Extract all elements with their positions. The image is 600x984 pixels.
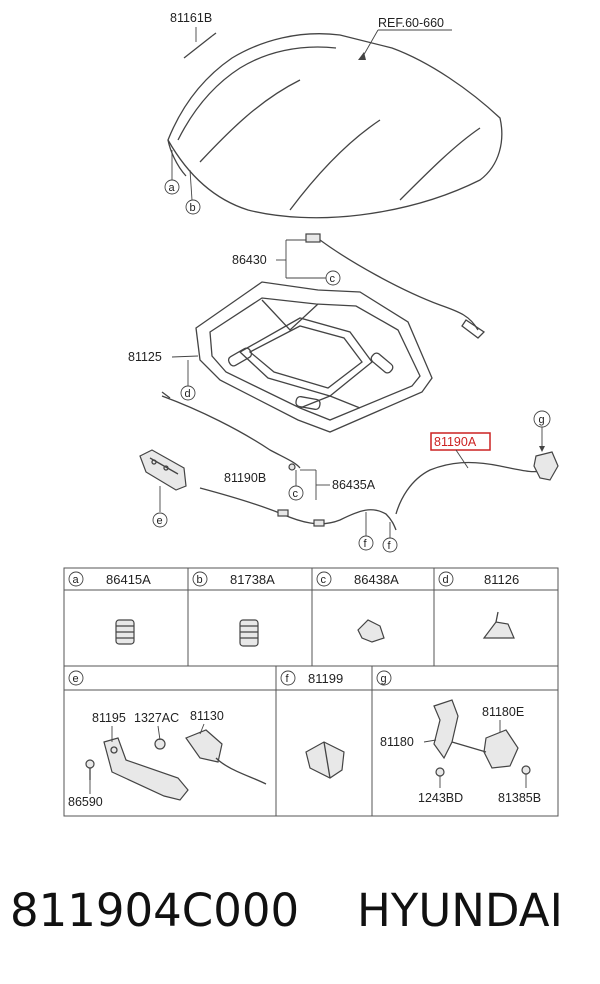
hood-latch-81180 xyxy=(433,699,531,777)
g-part-81180: 81180 xyxy=(380,735,414,749)
hood-panel xyxy=(167,33,503,219)
release-cable-81190B xyxy=(199,463,397,531)
table-key-c xyxy=(316,571,332,587)
g-part-81385B: 81385B xyxy=(498,791,541,805)
table-part-81738A: 81738A xyxy=(230,572,275,587)
label-86435A: 86435A xyxy=(332,478,376,492)
label-81190A: 81190A xyxy=(434,435,477,449)
svg-text:b: b xyxy=(190,202,196,214)
svg-text:g: g xyxy=(539,414,545,426)
footer-part-number: 811904C000 xyxy=(10,884,300,937)
callout-f-left xyxy=(358,535,374,551)
callout-b-hood xyxy=(185,199,201,215)
callout-d-81125 xyxy=(180,385,196,401)
e-part-86590: 86590 xyxy=(68,795,103,809)
bumper-stopper-86415A xyxy=(115,619,135,645)
table-key-d xyxy=(438,571,454,587)
svg-text:e: e xyxy=(157,515,163,527)
table-key-f xyxy=(280,670,296,686)
hood-insulator-pad xyxy=(195,281,433,433)
svg-text:d: d xyxy=(185,388,191,400)
label-81161B: 81161B xyxy=(170,11,212,25)
callout-c-86430 xyxy=(325,270,341,286)
svg-text:e: e xyxy=(73,673,79,685)
parts-table xyxy=(63,567,559,817)
label-86430: 86430 xyxy=(232,253,267,267)
svg-text:f: f xyxy=(364,538,368,550)
e-part-1327AC: 1327AC xyxy=(134,711,179,725)
label-81190B: 81190B xyxy=(224,471,266,485)
nut-1327AC xyxy=(154,738,166,750)
label-81125: 81125 xyxy=(128,350,162,364)
table-part-86438A: 86438A xyxy=(354,572,399,587)
release-cable-81190A xyxy=(395,451,559,515)
svg-text:c: c xyxy=(330,273,336,285)
callout-c-86435A xyxy=(288,485,304,501)
svg-text:f: f xyxy=(286,673,290,685)
svg-text:b: b xyxy=(197,574,203,586)
lower-seal-strip xyxy=(161,391,301,469)
bolt-86590 xyxy=(85,759,95,780)
table-key-b xyxy=(192,571,208,587)
svg-text:c: c xyxy=(321,574,327,586)
svg-text:a: a xyxy=(169,182,176,194)
table-part-81126: 81126 xyxy=(484,572,519,587)
clip-86438A xyxy=(357,619,385,643)
g-part-1243BD: 1243BD xyxy=(418,791,463,805)
clip-81199 xyxy=(305,741,345,779)
clip-81126 xyxy=(482,611,515,639)
release-handle-81195 xyxy=(103,737,189,801)
hood-seal-weatherstrip xyxy=(305,233,486,339)
table-key-g xyxy=(376,670,392,686)
svg-text:c: c xyxy=(293,488,299,500)
footer-brand: HYUNDAI xyxy=(357,884,563,937)
callout-f-right xyxy=(382,537,398,553)
latch-81130 xyxy=(185,729,267,785)
table-part-86415A: 86415A xyxy=(106,572,151,587)
highlight-box-81190A xyxy=(430,432,491,451)
g-part-81180E: 81180E xyxy=(482,705,524,719)
hood-stay-rod xyxy=(183,32,217,59)
svg-text:g: g xyxy=(381,673,387,685)
e-part-81195: 81195 xyxy=(92,711,126,725)
callout-e-top xyxy=(152,512,168,528)
e-part-81130: 81130 xyxy=(190,709,224,723)
svg-text:a: a xyxy=(73,574,80,586)
label-ref: REF.60-660 xyxy=(378,16,444,30)
table-key-e xyxy=(68,670,84,686)
table-key-a xyxy=(68,571,84,587)
release-handle-e xyxy=(139,449,187,491)
callout-a-hood xyxy=(164,179,180,195)
bumper-stopper-81738A xyxy=(239,619,259,647)
svg-text:d: d xyxy=(443,574,449,586)
table-part-81199: 81199 xyxy=(308,671,343,686)
svg-text:f: f xyxy=(388,540,392,552)
